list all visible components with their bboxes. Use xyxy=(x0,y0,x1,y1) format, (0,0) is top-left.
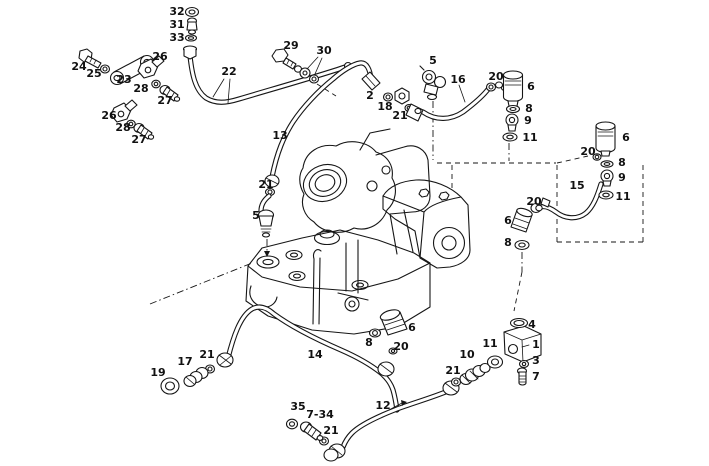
oil-block-1-fittings-10-11-4-3-7 xyxy=(450,317,542,387)
part-number-label: 11 xyxy=(615,190,630,203)
union-nut-2-washer-18-tee-21 xyxy=(361,71,424,122)
part-number-label: 6 xyxy=(622,131,630,144)
engine-and-turbocharger-illustration xyxy=(245,128,471,335)
part-number-label: 6 xyxy=(504,214,512,227)
part-number-label: 16 xyxy=(450,73,466,86)
part-number-label: 31 xyxy=(169,18,184,31)
part-number-label: 15 xyxy=(569,179,584,192)
part-number-label: 7-34 xyxy=(306,408,334,421)
part-number-label: 21 xyxy=(199,348,214,361)
part-number-label: 8 xyxy=(618,156,626,169)
pipe-13-2 xyxy=(269,60,374,180)
part-number-label: 20 xyxy=(580,145,596,158)
part-number-label: 21 xyxy=(258,178,273,191)
part-number-label: 4 xyxy=(528,318,536,331)
union-6-8-20-bottom-center xyxy=(368,309,408,377)
elbow-union-26-28-27-upper xyxy=(137,55,181,102)
part-number-label: 6 xyxy=(408,321,416,334)
part-number-label: 8 xyxy=(504,236,512,249)
part-number-label: 28 xyxy=(115,121,130,134)
part-number-label: 19 xyxy=(150,366,165,379)
part-number-label: 24 xyxy=(71,60,87,73)
pipe-14 xyxy=(225,304,400,413)
part-number-label: 6 xyxy=(527,80,535,93)
plug-7-34-washers-35-21 xyxy=(285,380,460,462)
part-number-label: 21 xyxy=(445,364,460,377)
callout-leader-lines xyxy=(212,56,530,411)
part-number-label: 25 xyxy=(86,67,101,80)
banjo-bolt-29-washers-30 xyxy=(271,48,320,84)
part-number-label: 8 xyxy=(525,102,533,115)
elbow-5-washer-21-left xyxy=(257,174,280,257)
part-number-label: 33 xyxy=(169,31,184,44)
part-number-label: 26 xyxy=(101,109,117,122)
elbow-union-26-28-27-lower xyxy=(110,99,155,140)
part-number-label: 17 xyxy=(177,355,192,368)
part-number-label: 26 xyxy=(152,50,168,63)
part-number-label: 27 xyxy=(131,133,146,146)
part-number-label: 12 xyxy=(375,399,390,412)
part-number-label: 2 xyxy=(366,89,374,102)
part-number-label: 20 xyxy=(526,195,542,208)
part-number-label: 1 xyxy=(532,338,540,351)
part-number-label: 11 xyxy=(482,337,497,350)
part-number-label: 22 xyxy=(221,65,236,78)
fitting-stack-32-31-33 xyxy=(182,6,200,60)
leader-reference-lines xyxy=(149,83,644,312)
part-number-label: 11 xyxy=(522,131,537,144)
union-20-6-8-engine-side xyxy=(510,197,551,251)
grommet-19-fitting-17-washer-21 xyxy=(160,352,234,395)
turbo-inlet-rings xyxy=(302,163,348,203)
part-number-label: 21 xyxy=(323,424,338,437)
filter-6-washers-8-9-11-upper xyxy=(485,70,524,142)
part-number-label: 32 xyxy=(169,5,184,18)
part-number-label: 27 xyxy=(157,94,172,107)
part-number-label: 13 xyxy=(272,129,287,142)
pipe-16 xyxy=(420,85,492,121)
part-number-label: 23 xyxy=(116,73,131,86)
part-number-label: 20 xyxy=(393,340,409,353)
part-number-label: 14 xyxy=(307,348,323,361)
part-number-label: 9 xyxy=(618,171,626,184)
part-number-label: 5 xyxy=(429,54,437,67)
part-number-label: 35 xyxy=(290,400,305,413)
part-number-label: 21 xyxy=(392,109,407,122)
part-number-label: 8 xyxy=(365,336,373,349)
part-number-label: 30 xyxy=(316,44,332,57)
part-number-label: 7 xyxy=(532,370,540,383)
part-number-label: 9 xyxy=(524,114,532,127)
valve-fitting-5-top xyxy=(419,65,447,101)
part-number-label: 10 xyxy=(459,348,475,361)
part-number-label: 18 xyxy=(377,100,392,113)
part-number-label: 28 xyxy=(133,82,148,95)
part-number-label: 20 xyxy=(488,70,504,83)
pipe-12 xyxy=(340,388,451,450)
part-number-label: 3 xyxy=(532,354,540,367)
part-number-label: 5 xyxy=(252,209,260,222)
part-number-label: 29 xyxy=(283,39,298,52)
filter-6-washers-8-9-11-right xyxy=(592,121,616,200)
